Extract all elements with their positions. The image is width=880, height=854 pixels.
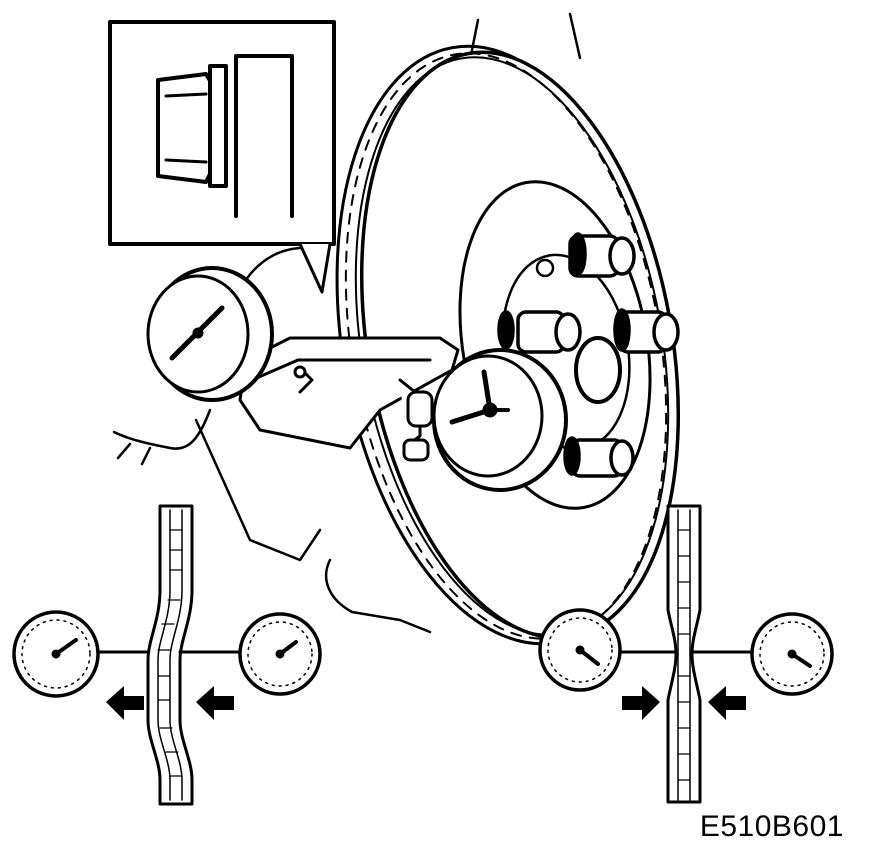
rear-dial-gauge bbox=[146, 266, 274, 402]
arrow-left-icon bbox=[106, 686, 144, 720]
runout-diagram-warped bbox=[12, 504, 322, 806]
wheel-studs bbox=[497, 232, 680, 478]
lug-nut-detail-inset bbox=[108, 20, 336, 294]
front-dial-gauge bbox=[402, 348, 568, 492]
figure-code-label: E510B601 bbox=[699, 810, 844, 843]
arrow-right-icon bbox=[622, 686, 660, 720]
runout-diagram-thickness bbox=[538, 504, 834, 804]
arrow-left-icon bbox=[196, 686, 234, 720]
arrow-left-icon bbox=[708, 686, 746, 720]
